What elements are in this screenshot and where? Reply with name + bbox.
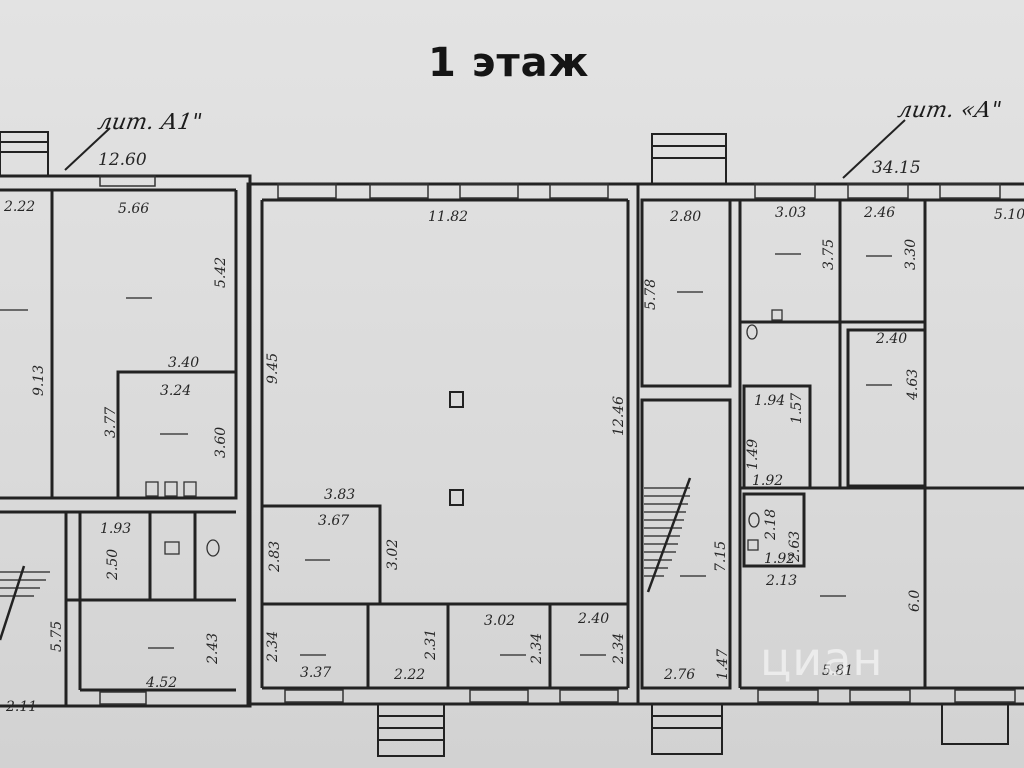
dim-label: 1.92 <box>764 551 796 567</box>
dim-label: 1.93 <box>100 521 132 537</box>
dim-label: 5.81 <box>822 663 854 679</box>
dim-label: 1.94 <box>754 393 786 409</box>
fixtures <box>145 309 783 557</box>
dim-label: 2.83 <box>267 540 283 572</box>
dim-label: 2.34 <box>529 632 545 664</box>
page-title: 1 этаж <box>428 40 590 86</box>
dim-label: 2.40 <box>876 331 908 347</box>
dim-label: 3.24 <box>160 383 192 399</box>
dim-label: 2.34 <box>611 632 627 664</box>
dim-label: 2.46 <box>864 205 896 221</box>
dim-label: 5.66 <box>118 201 150 217</box>
dim-label: 1.57 <box>789 392 805 424</box>
dim-label: 4.63 <box>905 368 921 400</box>
dim-label: 2.13 <box>766 573 798 589</box>
dim-label: 7.15 <box>713 540 729 572</box>
litera-label-left: лит. А1" <box>95 110 205 135</box>
dim-label: 2.80 <box>670 209 702 225</box>
dim-label: 5.42 <box>213 256 229 288</box>
dim-label: 3.03 <box>775 205 807 221</box>
dim-label: 4.52 <box>146 675 178 691</box>
dim-label: 9.13 <box>31 364 47 396</box>
dim-label: 3.40 <box>168 355 200 371</box>
stairs <box>0 477 692 641</box>
dim-label: 9.45 <box>265 352 281 384</box>
dim-label: 2.76 <box>664 667 696 683</box>
dim-label: 3.67 <box>318 513 350 529</box>
leader-lines <box>64 119 906 179</box>
dim-label: 2.22 <box>394 667 426 683</box>
dim-label: 12.46 <box>611 395 627 436</box>
dim-label: 3.30 <box>903 238 919 270</box>
dim-label: 2.50 <box>105 548 121 580</box>
dim-label: 12.60 <box>98 150 147 170</box>
dim-label: 5.78 <box>643 278 659 310</box>
litera-label-right: лит. «А" <box>895 98 1004 123</box>
dim-label: 5.75 <box>49 620 65 652</box>
dim-label: 2.40 <box>578 611 610 627</box>
dim-label: 2.11 <box>6 699 38 715</box>
wall-right-block <box>636 182 1024 706</box>
dim-label: 2.34 <box>265 630 281 662</box>
porches <box>0 131 1009 757</box>
dim-label: 3.37 <box>300 665 332 681</box>
columns <box>449 391 464 506</box>
dim-label: 2.22 <box>4 199 36 215</box>
dim-label: 1.47 <box>715 648 731 680</box>
dim-label: 2.43 <box>205 632 221 664</box>
dim-label: 3.02 <box>385 538 401 570</box>
dim-label: 3.77 <box>103 406 119 438</box>
dim-label: 1.92 <box>752 473 784 489</box>
dim-label: 3.60 <box>213 426 229 458</box>
dim-label: 3.75 <box>821 238 837 270</box>
watermark: циан <box>760 632 884 686</box>
dim-label: 5.10 <box>994 207 1024 223</box>
dim-label: 2.31 <box>423 628 439 660</box>
dim-label: 1.49 <box>745 438 761 470</box>
dim-label: 3.02 <box>484 613 516 629</box>
dim-label: 11.82 <box>428 209 469 225</box>
dim-label: 34.15 <box>872 158 921 178</box>
dim-label: 3.83 <box>324 487 356 503</box>
windows <box>99 175 1016 705</box>
dim-label: 6.0 <box>907 589 923 612</box>
room-marks <box>0 253 892 656</box>
dim-label: 2.18 <box>763 508 779 540</box>
